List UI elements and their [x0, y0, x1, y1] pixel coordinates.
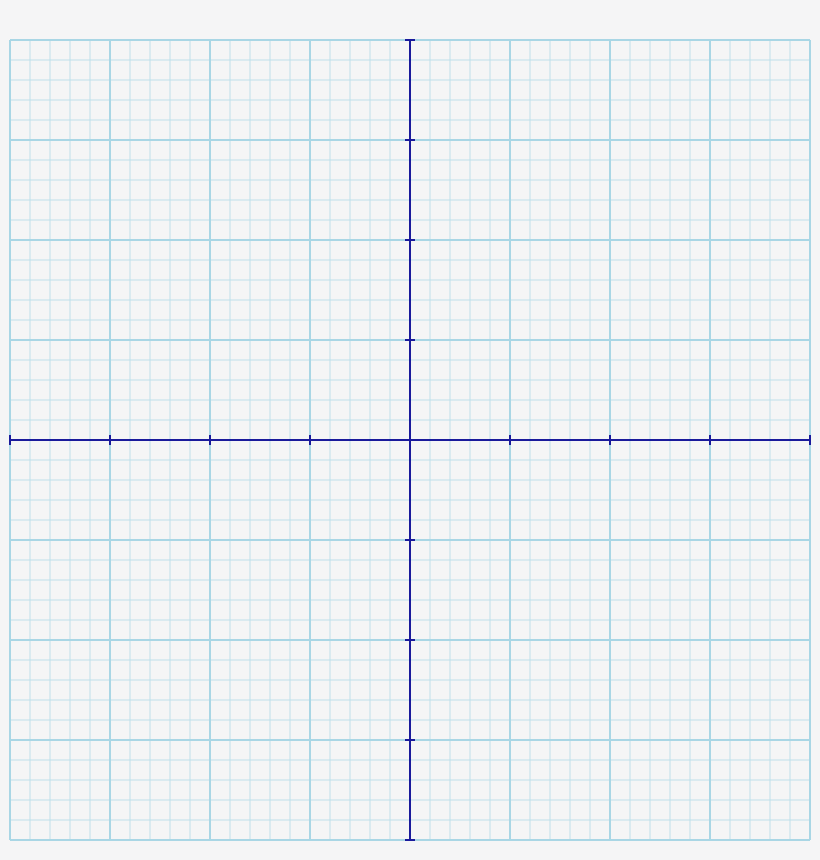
axes	[10, 40, 810, 840]
axis-ticks	[9, 39, 811, 841]
